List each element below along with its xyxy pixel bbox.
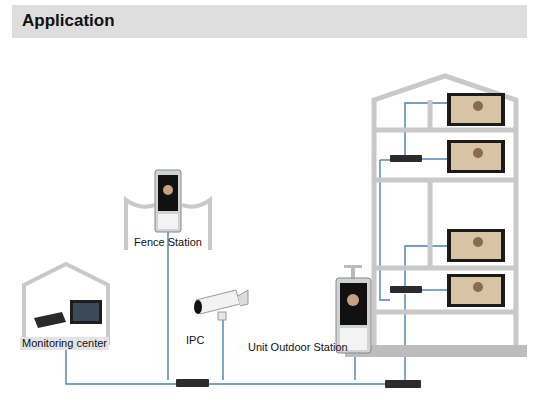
node-label: Unit Outdoor Station	[248, 341, 348, 354]
network-wires	[66, 103, 447, 384]
fence-station-device	[155, 170, 181, 232]
node-label: Monitoring center	[20, 337, 109, 350]
title-text: Application	[22, 11, 115, 31]
indoor-monitors	[447, 93, 505, 307]
ipc-camera	[194, 290, 248, 320]
ipc-node: IPC	[186, 282, 256, 347]
monitoring-house	[24, 264, 108, 345]
building-outline	[374, 76, 516, 348]
node-label: Fence Station	[134, 236, 202, 249]
unit-outdoor-station-device	[336, 265, 371, 353]
unit-outdoor-station-node: Unit Outdoor Station	[248, 262, 374, 354]
fence-station-node: Fence Station	[120, 165, 216, 249]
ground-base	[345, 345, 527, 357]
node-label: IPC	[186, 334, 204, 347]
network-switches	[176, 155, 422, 388]
monitoring-center-node: Monitoring center	[20, 262, 116, 350]
